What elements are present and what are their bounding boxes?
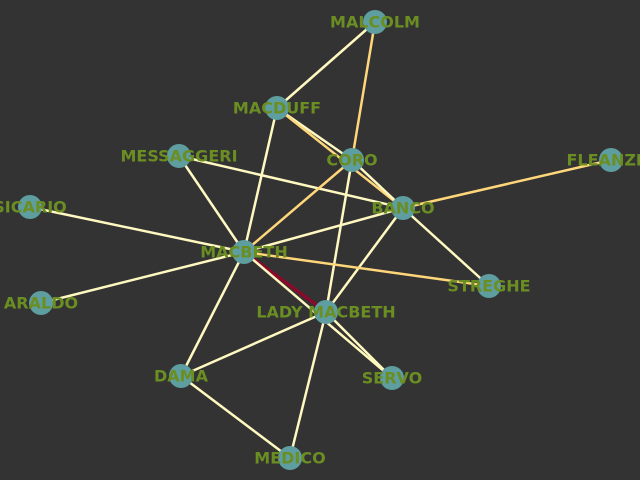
edge-macbeth-dama: [179, 250, 246, 378]
node-coro[interactable]: [340, 148, 364, 172]
node-servo[interactable]: [380, 366, 404, 390]
node-messaggeri[interactable]: [167, 144, 191, 168]
edge-lady-macbeth-dama: [179, 310, 328, 378]
node-label-macbeth: MACBETH: [200, 243, 287, 262]
edge-banco-macbeth: [242, 206, 405, 254]
node-label-coro: CORO: [326, 151, 377, 170]
node-lady-macbeth[interactable]: [314, 300, 338, 324]
edge-layer: [28, 20, 613, 460]
node-label-fleanzio: FLEANZIO: [567, 151, 640, 170]
label-layer: MALCOLM MACDUFF MESSAGGERI CORO FLEANZIO SICA…: [0, 13, 640, 468]
node-label-streghe: STREGHE: [447, 277, 530, 296]
node-malcolm[interactable]: [363, 10, 387, 34]
node-label-servo: SERVO: [362, 369, 422, 388]
edge-malcolm-coro: [350, 20, 377, 162]
node-streghe[interactable]: [477, 274, 501, 298]
node-label-dama: DAMA: [154, 367, 209, 386]
node-label-macduff: MACDUFF: [233, 99, 321, 118]
edge-macduff-banco: [275, 106, 405, 210]
edge-messaggeri-banco: [177, 154, 405, 210]
edge-lady-macbeth-medico: [288, 310, 328, 460]
node-label-sicario: SICARIO: [0, 198, 67, 217]
edge-banco-streghe: [401, 206, 491, 288]
edge-araldo-macbeth: [39, 250, 246, 305]
node-araldo[interactable]: [29, 291, 53, 315]
node-label-medico: MEDICO: [254, 449, 325, 468]
node-label-messaggeri: MESSAGGERI: [120, 147, 237, 166]
node-dama[interactable]: [169, 364, 193, 388]
node-fleanzio[interactable]: [599, 148, 623, 172]
node-label-araldo: ARALDO: [4, 294, 78, 313]
node-banco[interactable]: [391, 196, 415, 220]
edge-macduff-macbeth: [242, 106, 279, 254]
edge-macbeth-streghe: [242, 250, 491, 288]
node-label-malcolm: MALCOLM: [330, 13, 420, 32]
node-label-lady-macbeth: LADY MACBETH: [256, 303, 395, 322]
edge-fleanzio-banco: [401, 158, 613, 210]
edge-coro-macbeth: [242, 158, 354, 254]
edge-sicario-macbeth: [28, 205, 246, 254]
edge-malcolm-macduff: [275, 20, 377, 110]
edge-coro-lady-macbeth: [324, 158, 354, 314]
edge-banco-lady-macbeth: [324, 206, 405, 314]
node-macduff[interactable]: [265, 96, 289, 120]
node-sicario[interactable]: [18, 195, 42, 219]
node-medico[interactable]: [278, 446, 302, 470]
node-label-banco: BANCO: [371, 199, 434, 218]
node-macbeth[interactable]: [232, 240, 256, 264]
edge-dama-medico: [179, 374, 292, 460]
node-layer: [18, 10, 623, 470]
edge-messaggeri-macbeth: [177, 154, 246, 254]
